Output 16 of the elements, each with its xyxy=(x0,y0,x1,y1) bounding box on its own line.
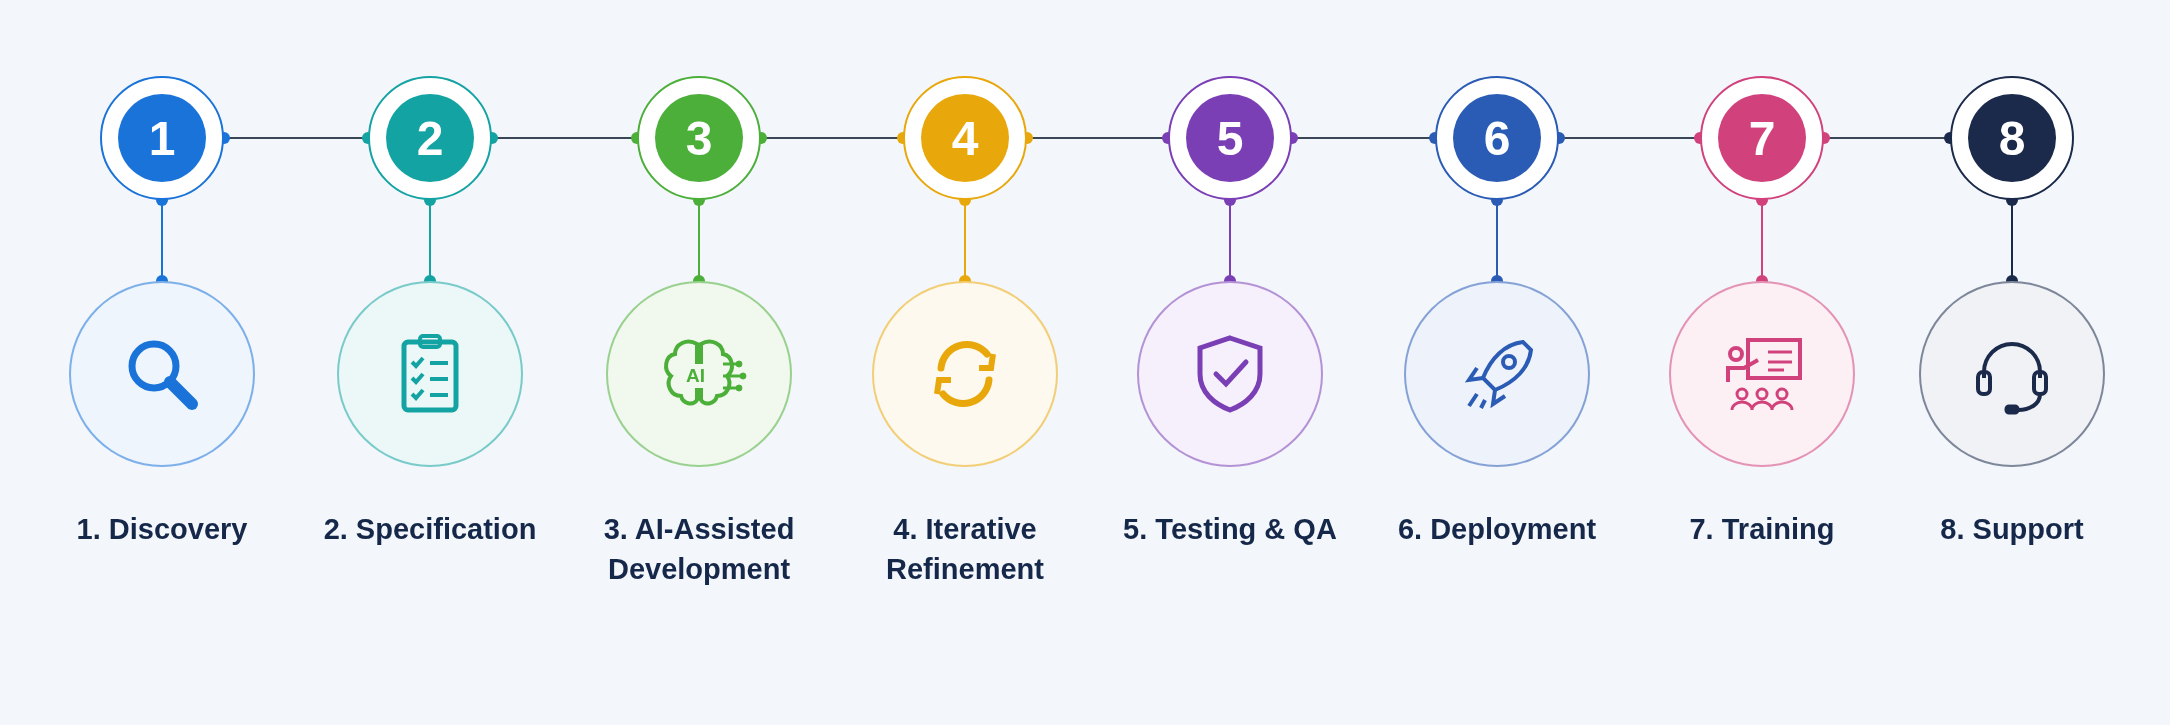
step-number: 6 xyxy=(1453,94,1541,182)
step-label: 8. Support xyxy=(1939,512,2085,547)
step-label: 6. Deployment xyxy=(1396,512,1598,547)
step-number: 3 xyxy=(655,94,743,182)
step-label: 3. AI-Assisted Development xyxy=(602,512,796,587)
step-number: 8 xyxy=(1968,94,2056,182)
step-label: 4. Iterative Refinement xyxy=(885,512,1045,587)
step-number: 4 xyxy=(921,94,1009,182)
step-number: 5 xyxy=(1186,94,1274,182)
step-label: 7. Training xyxy=(1688,512,1836,547)
step-number: 1 xyxy=(118,94,206,182)
step-number: 7 xyxy=(1718,94,1806,182)
step-label: 1. Discovery xyxy=(75,512,249,547)
step-label: 2. Specification xyxy=(322,512,538,547)
step-number: 2 xyxy=(386,94,474,182)
step-label: 5. Testing & QA xyxy=(1122,512,1338,547)
